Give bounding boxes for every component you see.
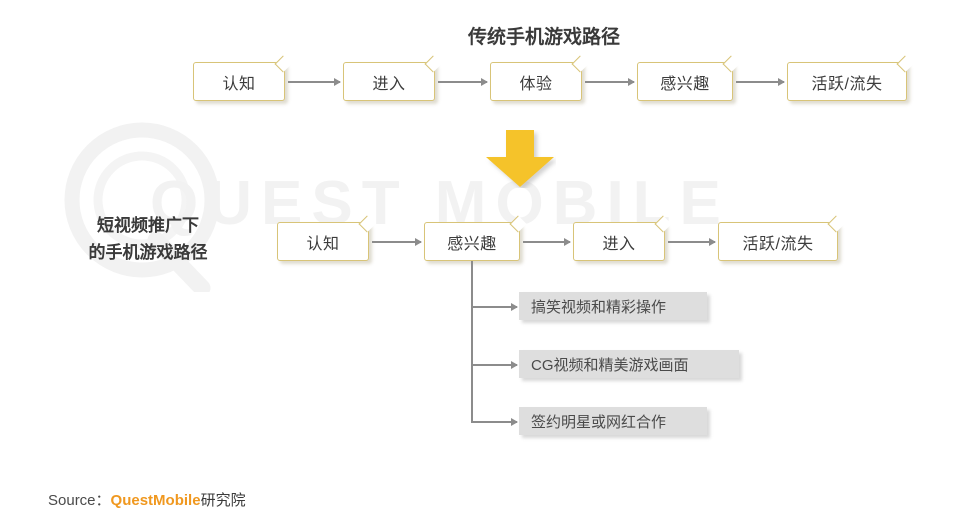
down-arrow-icon xyxy=(486,130,554,187)
arrow-head-icon xyxy=(511,417,518,426)
arrow-head-icon xyxy=(511,302,518,311)
node-top-2[interactable]: 进入 xyxy=(343,62,435,101)
node-bottom-4[interactable]: 活跃/流失 xyxy=(718,222,838,261)
branch-connector-1 xyxy=(471,302,518,311)
branch-connector-3 xyxy=(471,417,518,426)
node-top-4[interactable]: 感兴趣 xyxy=(637,62,733,101)
source-brand: QuestMobile xyxy=(110,492,201,509)
branch-connector-2 xyxy=(471,360,518,369)
bottom-flow-label-line2: 的手机游戏路径 xyxy=(88,243,208,262)
node-bottom-1[interactable]: 认知 xyxy=(277,222,369,261)
top-flow-title: 传统手机游戏路径 xyxy=(468,27,621,48)
bottom-flow-label: 短视频推广下 的手机游戏路径 xyxy=(58,212,238,266)
sub-node-2[interactable]: CG视频和精美游戏画面 xyxy=(519,350,739,378)
source-separator: ： xyxy=(95,492,111,509)
sub-node-3[interactable]: 签约明星或网红合作 xyxy=(519,407,707,435)
arrow-head-icon xyxy=(628,77,635,86)
arrow-head-icon xyxy=(511,360,518,369)
connector-bottom-2 xyxy=(523,237,571,246)
connector-top-3 xyxy=(585,77,635,86)
arrow-head-icon xyxy=(778,77,785,86)
connector-top-1 xyxy=(288,77,341,86)
connector-bottom-3 xyxy=(668,237,716,246)
bottom-flow-label-line1: 短视频推广下 xyxy=(97,216,199,235)
arrow-head-icon xyxy=(481,77,488,86)
arrow-head-icon xyxy=(709,237,716,246)
source-brand-suffix: 研究院 xyxy=(200,492,246,509)
node-bottom-3[interactable]: 进入 xyxy=(573,222,665,261)
node-bottom-2[interactable]: 感兴趣 xyxy=(424,222,520,261)
node-top-5[interactable]: 活跃/流失 xyxy=(787,62,907,101)
node-top-3[interactable]: 体验 xyxy=(490,62,582,101)
source-footer: Source：QuestMobile研究院 xyxy=(48,489,246,510)
connector-bottom-1 xyxy=(372,237,422,246)
arrow-head-icon xyxy=(334,77,341,86)
arrow-head-icon xyxy=(415,237,422,246)
connector-top-4 xyxy=(736,77,785,86)
arrow-head-icon xyxy=(564,237,571,246)
sub-node-1[interactable]: 搞笑视频和精彩操作 xyxy=(519,292,707,320)
node-top-1[interactable]: 认知 xyxy=(193,62,285,101)
source-label: Source xyxy=(48,492,96,509)
branch-trunk-line xyxy=(471,261,473,422)
connector-top-2 xyxy=(438,77,488,86)
